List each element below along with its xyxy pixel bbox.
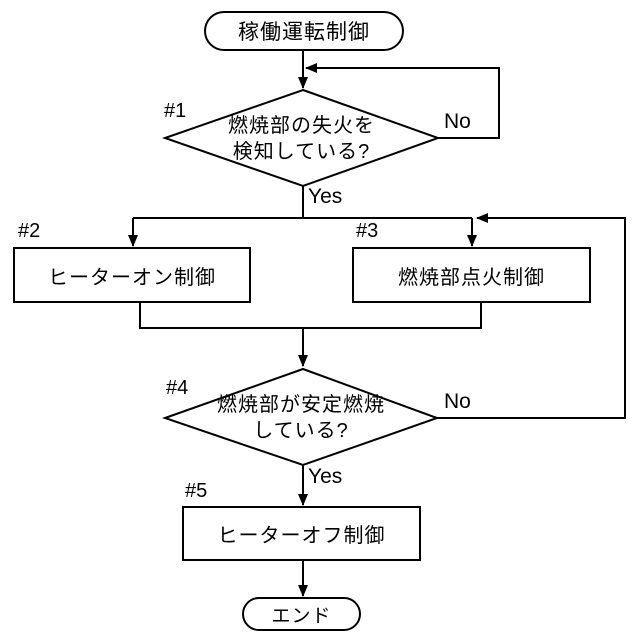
- step-label-3: #3: [356, 220, 379, 242]
- decision4-shape: [161, 367, 440, 467]
- step-label-4: #4: [166, 377, 189, 399]
- decision1-text-line2: 検知している?: [232, 141, 371, 163]
- process2-text: ヒーターオン制御: [48, 266, 216, 289]
- process2-shape: [13, 247, 251, 303]
- branch-label-d4-yes: Yes: [308, 465, 343, 488]
- process5-label: ヒーターオフ制御: [183, 507, 420, 560]
- decision4-text-line1: 燃焼部が安定燃焼: [217, 394, 385, 416]
- process5-shape: [182, 506, 421, 561]
- edge-d1-no-loop: [305, 63, 500, 139]
- terminal-start-shape: [204, 11, 404, 51]
- decision1-text-line1: 燃焼部の失火を: [228, 115, 375, 137]
- decision4-text-line2: している?: [253, 420, 349, 442]
- decision1-label: 燃焼部の失火を 検知している?: [165, 96, 438, 182]
- decision4-label: 燃焼部が安定燃焼 している?: [165, 377, 437, 459]
- decision1-shape: [161, 88, 441, 188]
- terminal-start-label: 稼働運転制御: [205, 12, 403, 50]
- step-label-2: #2: [18, 220, 41, 242]
- edge-d4-no-loop: [437, 213, 626, 419]
- step-label-5: #5: [185, 480, 208, 502]
- terminal-end-shape: [242, 597, 361, 631]
- process3-shape: [352, 247, 591, 303]
- process5-text: ヒーターオフ制御: [217, 525, 386, 547]
- process3-label: 燃焼部点火制御: [353, 248, 590, 302]
- edge-merge: [139, 302, 482, 329]
- branch-label-d4-no: No: [444, 390, 471, 413]
- branch-label-d1-yes: Yes: [308, 185, 343, 208]
- terminal-end-text: エンド: [271, 605, 332, 627]
- terminal-end-label: エンド: [243, 598, 360, 630]
- step-label-1: #1: [164, 100, 187, 122]
- process3-text: 燃焼部点火制御: [398, 266, 545, 289]
- branch-label-d1-no: No: [444, 110, 471, 133]
- terminal-start-text: 稼働運転制御: [238, 21, 370, 44]
- process2-label: ヒーターオン制御: [14, 248, 250, 302]
